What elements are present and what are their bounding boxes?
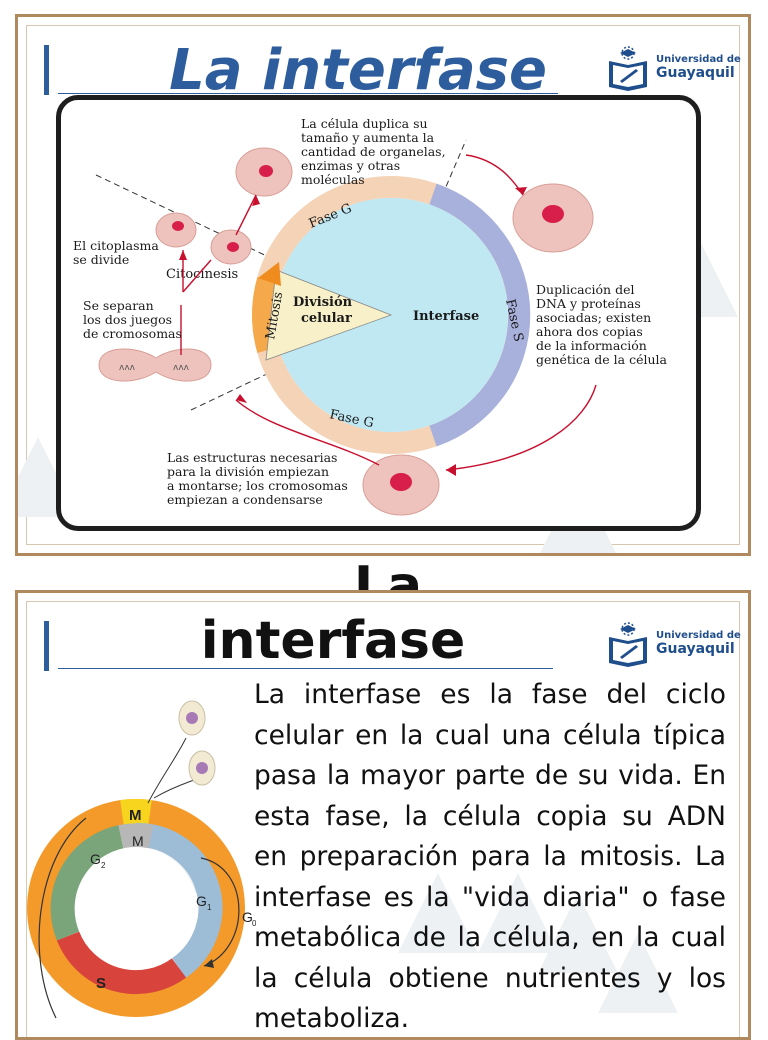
note-right-line: asociadas; existen — [536, 310, 651, 325]
note-left-1-line: El citoplasma — [73, 238, 159, 253]
interphase-description: La interfase es la fase del ciclo celula… — [254, 679, 726, 1034]
note-bottom-line: a montarse; los cromosomas — [167, 478, 348, 493]
label-m-inner: M — [132, 833, 144, 849]
ring-center — [75, 847, 197, 969]
label-s: S — [96, 975, 106, 992]
label-g1: G — [196, 893, 207, 909]
university-crest-icon — [609, 46, 647, 91]
cell-bottom — [362, 454, 440, 516]
division-arrow-icon — [147, 737, 187, 804]
dividing-cell: ᴧᴧᴧ ᴧᴧᴧ — [98, 348, 212, 382]
interphase-label: Interfase — [413, 309, 479, 324]
note-bottom-line: Las estructuras necesarias — [167, 450, 337, 465]
note-left-1-line: se divide — [73, 252, 129, 267]
division-arrow-icon — [153, 779, 195, 799]
slide-1-title: La interfase — [169, 38, 547, 103]
segment-s — [56, 931, 187, 995]
label-m-outer: M — [129, 807, 142, 824]
cell-cycle-ring-diagram: M M G 2 G 1 G 0 S — [27, 700, 256, 1019]
note-top-line: enzimas y otras — [301, 158, 400, 173]
cell-top — [235, 147, 293, 197]
svg-text:ᴧᴧᴧ: ᴧᴧᴧ — [173, 363, 190, 373]
label-g2: G — [90, 851, 101, 867]
logo-text: Universidad de Guayaquil — [656, 55, 741, 80]
note-left-1: El citoplasma se divide — [73, 238, 159, 267]
logo-text: Universidad de Guayaquil — [656, 631, 741, 656]
svg-text:ᴧᴧᴧ: ᴧᴧᴧ — [119, 363, 136, 373]
segment-g1 — [135, 822, 223, 978]
note-bottom: Las estructuras necesarias para la divis… — [167, 450, 348, 507]
citocinesis-arrow-icon — [258, 262, 281, 286]
note-top-line: La célula duplica su — [301, 116, 428, 131]
note-right-line: ahora dos copias — [536, 324, 643, 339]
logo-line-1: Universidad de — [656, 630, 741, 642]
g0-loop-arrow-icon — [200, 857, 240, 967]
arrowheads — [179, 187, 527, 476]
note-top-line: cantidad de organelas, — [301, 144, 446, 159]
cell-small-left — [155, 212, 197, 248]
label-g2-sub: 2 — [101, 861, 106, 870]
citocinesis-label: Citocinesis — [166, 267, 238, 282]
division-label-1: División — [293, 295, 353, 310]
segment-m — [118, 823, 154, 849]
note-bottom-line: empiezan a condensarse — [167, 492, 323, 507]
label-g0-sub: 0 — [252, 919, 256, 928]
note-left-2-line: los dos juegos — [83, 312, 172, 327]
cell-cycle-diagram: División celular Interfase Mitosis Fase … — [56, 95, 701, 531]
note-right-line: Duplicación del — [536, 282, 634, 297]
slide-1-inner-frame — [26, 25, 740, 545]
cycle-ring-s-phase — [429, 183, 531, 447]
outer-cycle-arrow-icon — [38, 817, 87, 1019]
slide-2-title: interfase — [200, 611, 466, 671]
logo-line-2: Guayaquil — [656, 640, 735, 657]
note-top-line: moléculas — [301, 172, 365, 187]
note-right-line: de la información — [536, 338, 647, 353]
label-g1-sub: 1 — [207, 903, 212, 912]
segment-g2 — [50, 825, 124, 941]
cell-division-wedge — [265, 269, 393, 361]
division-label-2: celular — [301, 311, 352, 326]
university-logo: Universidad de Guayaquil — [606, 621, 741, 667]
cycle-ring-mitosis — [252, 276, 279, 354]
accent-bar — [44, 45, 49, 95]
note-left-2-line: Se separan — [83, 298, 154, 313]
accent-bar — [44, 621, 49, 671]
nucleus-icon — [186, 712, 198, 724]
note-left-2: Se separan los dos juegos de cromosomas — [83, 298, 182, 341]
note-bottom-line: para la división empiezan — [167, 464, 329, 479]
cell-large-right — [512, 183, 594, 253]
logo-line-1: Universidad de — [656, 54, 741, 66]
slide-1: La interfase Universidad de Guayaquil — [15, 14, 751, 556]
progression-arrows — [180, 154, 597, 471]
logo-line-2: Guayaquil — [656, 64, 735, 81]
university-logo: Universidad de Guayaquil — [606, 45, 741, 91]
note-top: La célula duplica su tamaño y aumenta la… — [301, 116, 446, 187]
slide-2-inner-frame — [26, 601, 740, 1037]
note-left-2-line: de cromosomas — [83, 326, 182, 341]
note-right: Duplicación del DNA y proteínas asociada… — [536, 282, 668, 367]
note-right-line: genética de la célula — [536, 352, 668, 367]
cell-small-middle — [210, 229, 252, 265]
slide-2: interfase Universidad de Guayaquil M M G… — [15, 590, 751, 1040]
title-underline — [58, 668, 553, 669]
note-top-line: tamaño y aumenta la — [301, 130, 435, 145]
title-underline — [58, 93, 558, 94]
note-right-line: DNA y proteínas — [536, 296, 641, 311]
cell-cycle-diagram-svg: División celular Interfase Mitosis Fase … — [73, 116, 668, 516]
arrowhead-icon — [204, 959, 214, 968]
label-g0: G — [242, 909, 253, 925]
nucleus-icon — [196, 762, 208, 774]
university-crest-icon — [609, 622, 647, 667]
outer-ring-mitosis — [120, 798, 152, 826]
